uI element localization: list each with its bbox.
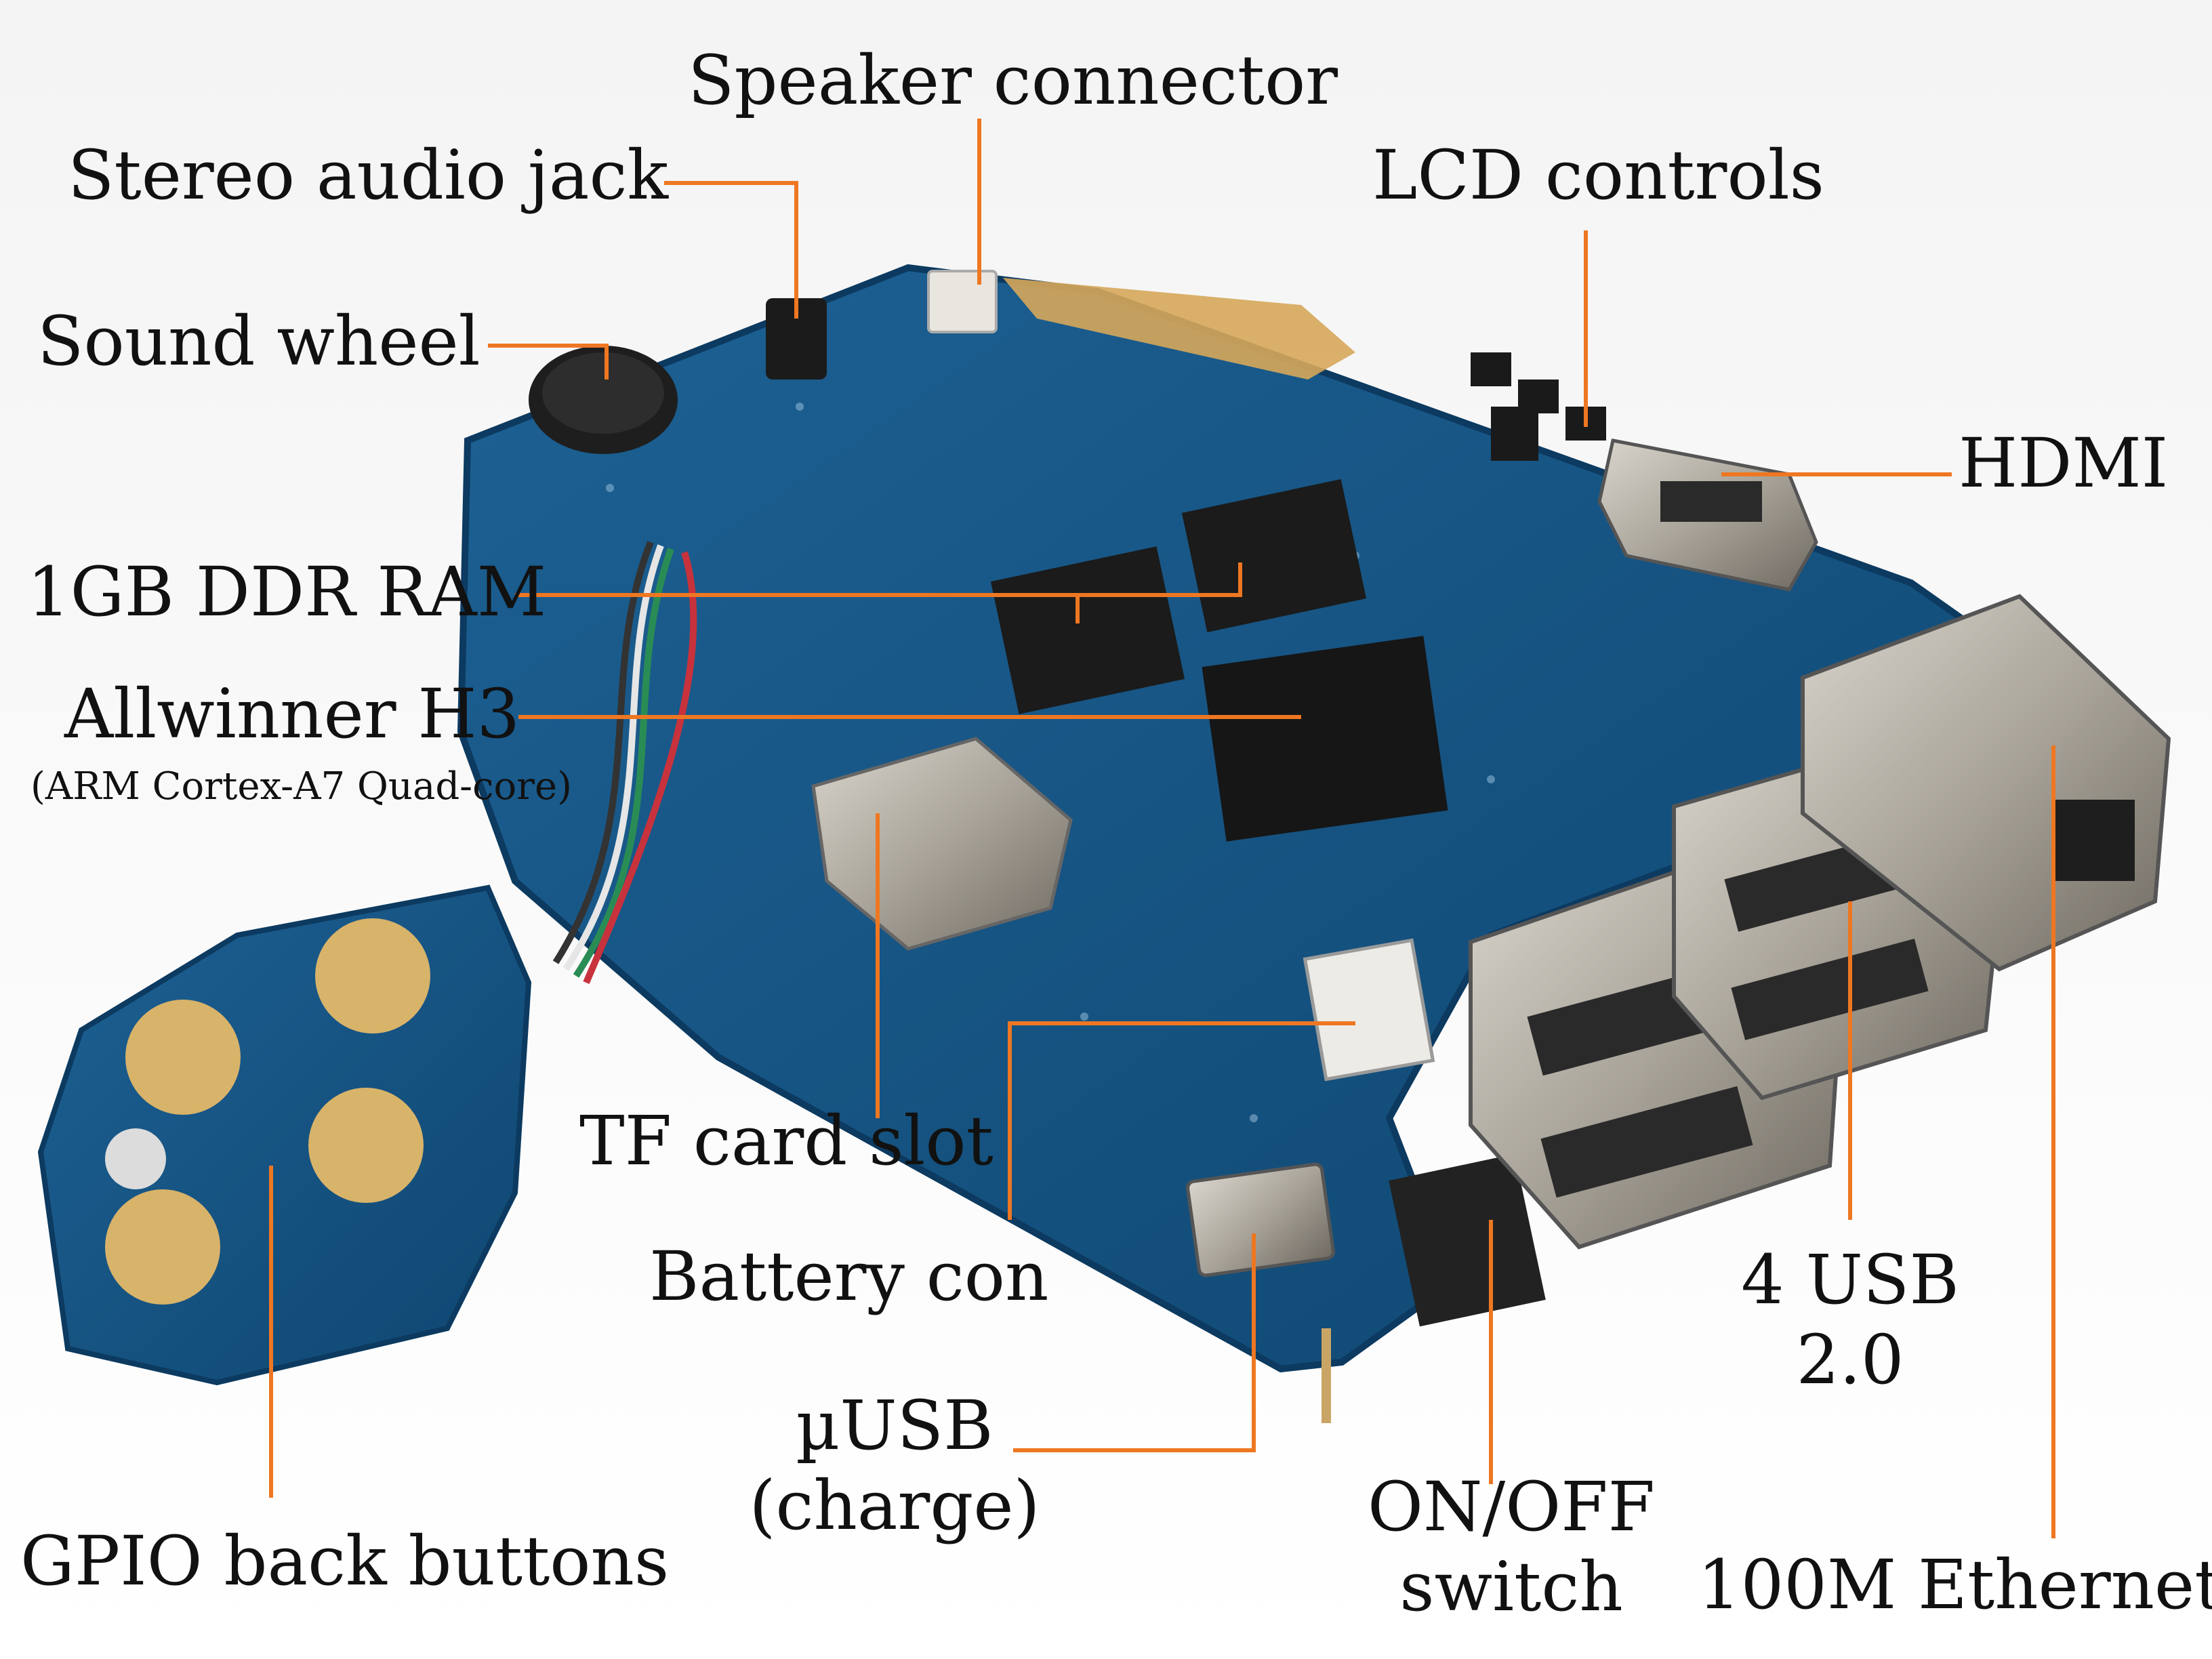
speaker-connector-label: Speaker connector <box>688 41 1338 120</box>
usb-label-line1: 4 USB <box>1741 1240 1959 1319</box>
micro-usb-label-line2: (charge) <box>749 1466 1040 1545</box>
ethernet-jack-part <box>1801 594 2171 972</box>
leader-sound-wheel <box>488 344 609 380</box>
battery-con-label: Battery con <box>649 1237 1049 1316</box>
micro-usb-part <box>1186 1162 1335 1277</box>
hdmi-label: HDMI <box>1959 424 2169 503</box>
soc-label: Allwinner H3 <box>64 674 520 754</box>
ribbon-wires <box>552 541 697 984</box>
leader-battery-con <box>1008 1021 1355 1220</box>
onoff-switch-part <box>1389 1153 1546 1327</box>
button-board <box>37 884 532 1386</box>
stereo-audio-jack-label: Stereo audio jack <box>68 136 669 215</box>
ram-label: 1GB DDR RAM <box>27 552 547 632</box>
speaker-connector-part <box>927 270 998 333</box>
gpio-pin <box>1322 1328 1331 1423</box>
usb-label: 4 USB 2.0 <box>1735 1240 1965 1400</box>
leader-stereo-audio-jack <box>664 181 798 319</box>
leader-micro-usb <box>1013 1233 1256 1452</box>
tf-card-slot-label: TF card slot <box>579 1101 994 1181</box>
sound-wheel-label: Sound wheel <box>37 302 480 381</box>
sound-wheel <box>529 346 678 454</box>
soc-chip <box>1202 636 1448 842</box>
usb-label-line2: 2.0 <box>1796 1320 1904 1399</box>
hdmi-connector-part <box>1597 438 1818 592</box>
battery-connector-part <box>1303 938 1435 1082</box>
lcd-control-buttons <box>1471 352 1606 461</box>
stereo-jack <box>766 298 827 380</box>
soc-detail-label: (ARM Cortex-A7 Quad-core) <box>30 764 572 808</box>
onoff-switch-label: ON/OFF switch <box>1355 1467 1667 1627</box>
lcd-controls-label: LCD controls <box>1372 136 1824 215</box>
ram-chip-1 <box>990 546 1185 714</box>
micro-usb-label: µUSB (charge) <box>718 1386 1071 1546</box>
ethernet-label: 100M Ethernet <box>1698 1545 2212 1624</box>
leader-ram <box>515 562 1242 597</box>
gpio-back-buttons-label: GPIO back buttons <box>20 1521 670 1601</box>
micro-usb-label-line1: µUSB <box>796 1386 994 1465</box>
onoff-switch-label-line2: switch <box>1399 1547 1623 1626</box>
onoff-switch-label-line1: ON/OFF <box>1368 1467 1655 1547</box>
